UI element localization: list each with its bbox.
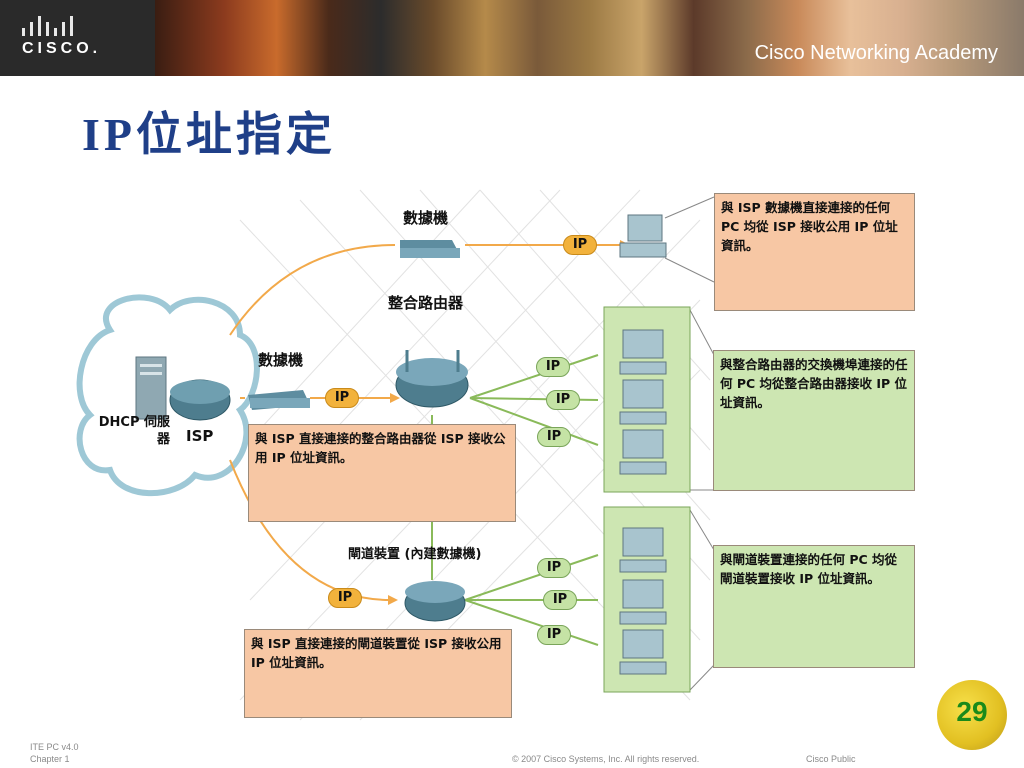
cisco-logo: CISCO. xyxy=(0,0,155,76)
cisco-logo-icon xyxy=(22,16,78,36)
info-box-modem: 與 ISP 數據機直接連接的任何 PC 均從 ISP 接收公用 IP 位址資訊。 xyxy=(714,193,915,311)
info-box-gateway-pc: 與閘道裝置連接的任何 PC 均從閘道裝置接收 IP 位址資訊。 xyxy=(713,545,915,668)
ip-badge: IP xyxy=(563,235,597,255)
footer-course: ITE PC v4.0 xyxy=(30,742,79,752)
ip-badge: IP xyxy=(546,390,580,410)
slide-title: IP位址指定 xyxy=(82,109,336,160)
ip-badge: IP xyxy=(543,590,577,610)
router-label: 整合路由器 xyxy=(388,294,464,312)
footer-chapter: Chapter 1 xyxy=(30,754,70,764)
dhcp-server-icon xyxy=(135,356,167,420)
info-box-gateway: 與 ISP 直接連接的閘道裝置從 ISP 接收公用 IP 位址資訊。 xyxy=(244,629,512,718)
footer-copyright: © 2007 Cisco Systems, Inc. All rights re… xyxy=(512,754,700,764)
ip-badge: IP xyxy=(325,388,359,408)
ip-badge: IP xyxy=(328,588,362,608)
pc-icons xyxy=(619,214,667,675)
footer-classification: Cisco Public xyxy=(806,754,856,764)
ip-badge: IP xyxy=(536,357,570,377)
ip-badge: IP xyxy=(537,625,571,645)
dhcp-label: DHCP 伺服器 xyxy=(98,415,170,447)
cisco-logo-text: CISCO. xyxy=(22,40,102,57)
banner-photo xyxy=(155,0,1024,76)
academy-title: Cisco Networking Academy xyxy=(754,42,998,64)
modem-top-label: 數據機 xyxy=(403,209,449,227)
info-box-router: 與 ISP 直接連接的整合路由器從 ISP 接收公用 IP 位址資訊。 xyxy=(248,424,516,522)
page-number: 29 xyxy=(956,696,988,727)
ip-badge: IP xyxy=(537,427,571,447)
header-banner: CISCO. Cisco Networking Academy xyxy=(0,0,1024,76)
internet-cloud xyxy=(76,294,260,497)
gateway-label: 閘道裝置 (內建數據機) xyxy=(348,547,482,562)
modem-left-label: 數據機 xyxy=(258,351,304,369)
isp-label: ISP xyxy=(186,427,214,445)
page-number-badge xyxy=(937,680,1007,750)
ip-badge: IP xyxy=(537,558,571,578)
info-box-switch: 與整合路由器的交換機埠連接的任何 PC 均從整合路由器接收 IP 位址資訊。 xyxy=(713,350,915,491)
